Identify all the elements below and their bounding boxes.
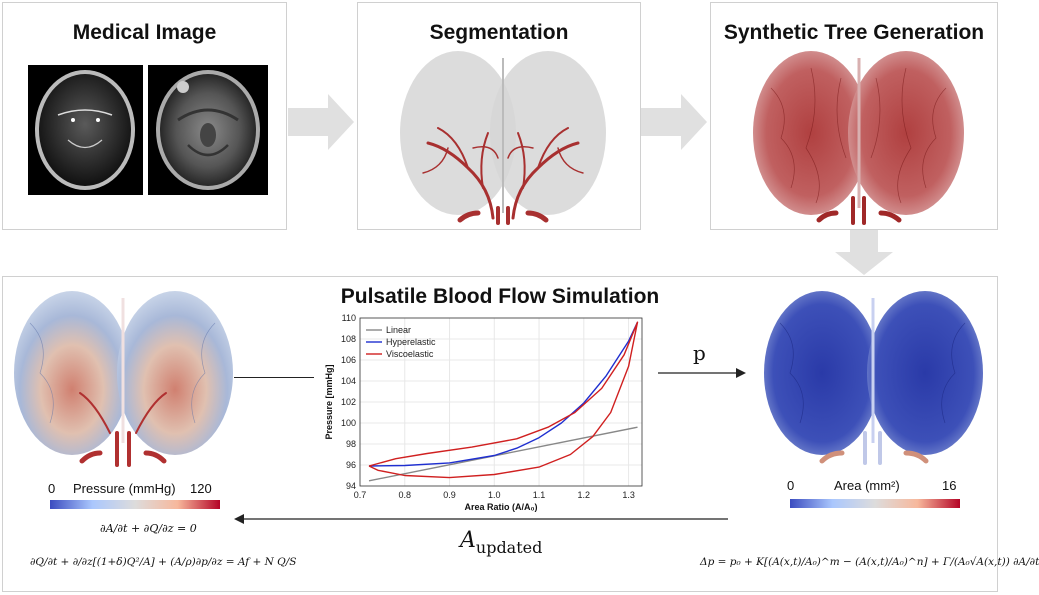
y-tick-label: 94 (346, 481, 356, 491)
area-colorbar (790, 499, 960, 508)
x-tick-label: 1.0 (488, 490, 501, 500)
y-tick-label: 104 (341, 376, 356, 386)
a-updated-arrow (234, 514, 728, 524)
synthetic-tree-brain-image (753, 51, 964, 225)
mass-conservation-equation: ∂A/∂t + ∂Q/∂z = 0 (100, 522, 197, 535)
x-tick-label: 0.7 (354, 490, 367, 500)
y-tick-label: 98 (346, 439, 356, 449)
area-bar-label: Area (mm²) (834, 478, 900, 493)
x-tick-label: 0.9 (443, 490, 456, 500)
y-tick-label: 102 (341, 397, 356, 407)
connector-line-left (234, 377, 314, 378)
momentum-equation: ∂Q/∂t + ∂/∂z[(1+δ)Q²/A] + (A/ρ)∂p/∂z = A… (30, 556, 297, 568)
legend-label-linear: Linear (386, 325, 411, 335)
flow-arrow-2 (641, 94, 707, 150)
p-arrow-label: p (693, 341, 706, 365)
x-tick-label: 1.2 (578, 490, 591, 500)
pressure-bar-label: Pressure (mmHg) (73, 481, 176, 496)
y-axis-label: Pressure [mmHg] (324, 364, 334, 439)
p-arrow (658, 368, 746, 378)
flow-arrow-1 (288, 94, 354, 150)
y-tick-label: 100 (341, 418, 356, 428)
x-tick-label: 1.1 (533, 490, 546, 500)
a-updated-label: Aupdated (460, 528, 542, 557)
x-tick-label: 1.3 (622, 490, 635, 500)
area-brain-image (764, 291, 983, 465)
area-bar-min: 0 (787, 478, 795, 493)
y-tick-label: 96 (346, 460, 356, 470)
pressure-bar-min: 0 (48, 481, 56, 496)
medical-image-title: Medical Image (72, 21, 217, 44)
a-updated-sub: updated (475, 538, 543, 557)
pressure-colorbar (50, 500, 220, 509)
medical-image-panel: Medical Image (2, 2, 287, 230)
series-line-viscoelastic (368, 321, 639, 479)
segmentation-title: Segmentation (429, 21, 569, 44)
pressure-brain-image (14, 291, 233, 467)
pressure-bar-max: 120 (190, 481, 212, 496)
y-tick-label: 106 (341, 355, 356, 365)
segmentation-brain-image (400, 51, 606, 225)
x-axis-label: Area Ratio (A/A₀) (464, 502, 537, 512)
tube-law-equation: Δp = p₀ + K[(A(x,t)/A₀)^m − (A(x,t)/A₀)^… (700, 556, 1039, 568)
pressure-area-chart: 0.7 0.8 0.9 1.0 1.1 1.2 1.3 94 96 98 100 102 104 106 1… (322, 313, 652, 513)
simulation-title: Pulsatile Blood Flow Simulation (340, 285, 660, 308)
y-tick-label: 108 (341, 334, 356, 344)
a-updated-base: A (460, 528, 476, 553)
x-tick-label: 0.8 (399, 490, 412, 500)
mri-scans-image (28, 65, 268, 195)
chart-background (322, 313, 652, 513)
y-tick-label: 110 (342, 313, 356, 323)
tree-generation-panel: Synthetic Tree Generation (710, 2, 998, 230)
legend-label-hyperelastic: Hyperelastic (386, 337, 436, 347)
legend-label-viscoelastic: Viscoelastic (386, 349, 434, 359)
area-bar-max: 16 (942, 478, 957, 493)
tree-generation-title: Synthetic Tree Generation (723, 21, 985, 44)
series-line-hyperelastic (368, 321, 639, 467)
plot-frame (359, 317, 643, 487)
segmentation-panel: Segmentation (357, 2, 641, 230)
flow-arrow-down (835, 230, 893, 275)
